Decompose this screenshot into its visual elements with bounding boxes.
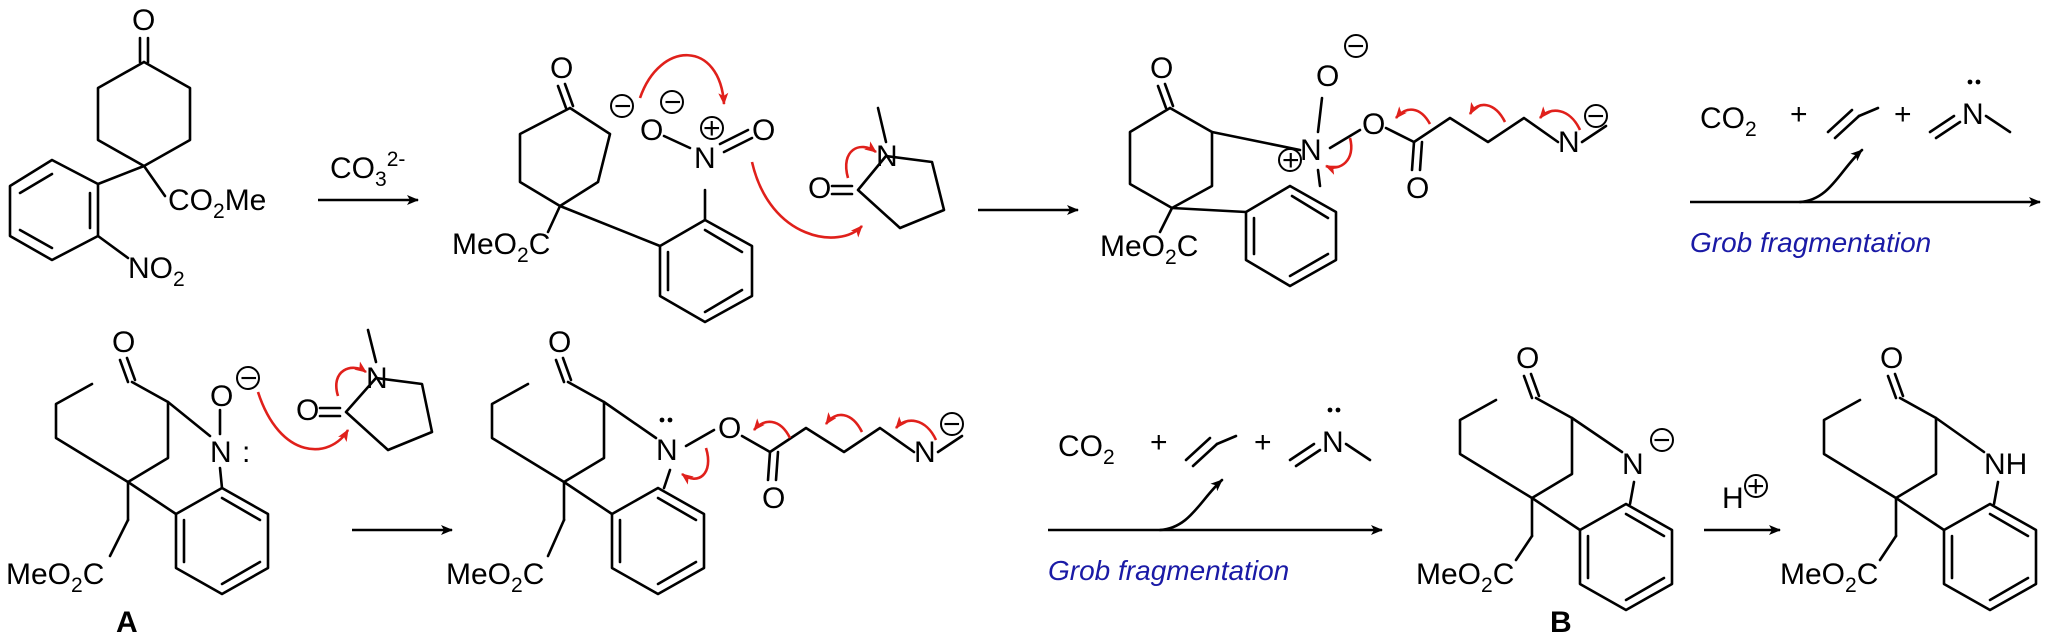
atom-n: N xyxy=(694,142,716,175)
svg-text:−: − xyxy=(943,408,961,441)
atom-o: O xyxy=(548,326,571,359)
co2-product: CO2 xyxy=(1700,102,1757,141)
ester-group: MeO2C xyxy=(1100,230,1198,269)
svg-text:−: − xyxy=(1347,30,1365,63)
n-acyloxy-amine: O N O O N − MeO2C xyxy=(446,326,964,597)
carbanion-intermediate: O − MeO2C N + O − O O N xyxy=(452,52,946,324)
compound-a: O N : O − MeO2C A O N xyxy=(6,326,434,639)
compound-a-label: A xyxy=(116,606,138,639)
reaction-arrow-1: CO32- xyxy=(318,148,419,205)
atom-o: O xyxy=(752,114,775,147)
grob-arrow-top: CO2 + + N Grob fragmentation xyxy=(1690,79,2041,258)
nitro-group: NO2 xyxy=(128,252,185,291)
compound-b-label: B xyxy=(1550,606,1572,639)
atom-o: O xyxy=(1406,172,1429,205)
svg-text:−: − xyxy=(664,86,682,119)
atom-o: O xyxy=(112,326,135,359)
ester-group: MeO2C xyxy=(1416,558,1514,597)
protonation-arrow: H + xyxy=(1704,470,1781,535)
ester-group: MeO2C xyxy=(1780,558,1878,597)
minus-charge: − xyxy=(614,90,632,123)
svg-text:+: + xyxy=(1747,470,1765,503)
h-plus-label: H xyxy=(1722,482,1744,515)
n-acyloxy-intermediate: O N + O − MeO2C O O N − xyxy=(1100,30,1608,288)
atom-o: O xyxy=(132,4,155,37)
atom-o: O xyxy=(550,52,573,85)
carbonate-reagent: CO32- xyxy=(330,148,405,191)
compound-b: O N − MeO2C B xyxy=(1416,342,1674,639)
plus-sign: + xyxy=(1150,426,1168,459)
svg-text:+: + xyxy=(703,112,721,145)
atom-nh: NH xyxy=(1984,448,2027,481)
atom-n: N xyxy=(1300,134,1322,167)
atom-n: N xyxy=(1322,426,1344,459)
plus-sign: + xyxy=(1894,98,1912,131)
atom-o: O xyxy=(296,394,319,427)
grob-label: Grob fragmentation xyxy=(1690,227,1931,258)
atom-o: O xyxy=(1316,60,1339,93)
atom-o: O xyxy=(1880,342,1903,375)
atom-n: N xyxy=(876,140,898,173)
atom-n: N xyxy=(656,434,678,467)
lone-pair: : xyxy=(242,436,250,469)
ester-group: MeO2C xyxy=(6,558,104,597)
plus-sign: + xyxy=(1254,426,1272,459)
atom-o: O xyxy=(640,114,663,147)
atom-n: N xyxy=(1622,448,1644,481)
atom-o: O xyxy=(1150,52,1173,85)
atom-o: O xyxy=(762,482,785,515)
final-product: O NH MeO2C xyxy=(1780,342,2038,612)
co2-product: CO2 xyxy=(1058,430,1115,469)
atom-n: N xyxy=(914,436,936,469)
atom-o: O xyxy=(718,412,741,445)
plus-sign: + xyxy=(1790,98,1808,131)
atom-o: O xyxy=(1516,342,1539,375)
starting-material: O CO2Me NO2 xyxy=(8,4,266,291)
atom-n: N xyxy=(1962,98,1984,131)
svg-text:−: − xyxy=(1587,100,1605,133)
atom-o: O xyxy=(210,380,233,413)
ester-group: MeO2C xyxy=(452,228,550,267)
grob-arrow-bottom: CO2 + + N Grob fragmentation xyxy=(1048,407,1383,586)
atom-o: O xyxy=(1362,108,1385,141)
atom-o: O xyxy=(808,172,831,205)
ester-group: MeO2C xyxy=(446,558,544,597)
svg-text:−: − xyxy=(1653,424,1671,457)
atom-n: N xyxy=(1558,126,1580,159)
atom-n: N xyxy=(210,436,232,469)
atom-n: N xyxy=(366,362,388,395)
svg-text:−: − xyxy=(240,362,258,395)
svg-text:+: + xyxy=(1282,144,1300,177)
ester-group: CO2Me xyxy=(168,184,266,223)
grob-label: Grob fragmentation xyxy=(1048,555,1289,586)
